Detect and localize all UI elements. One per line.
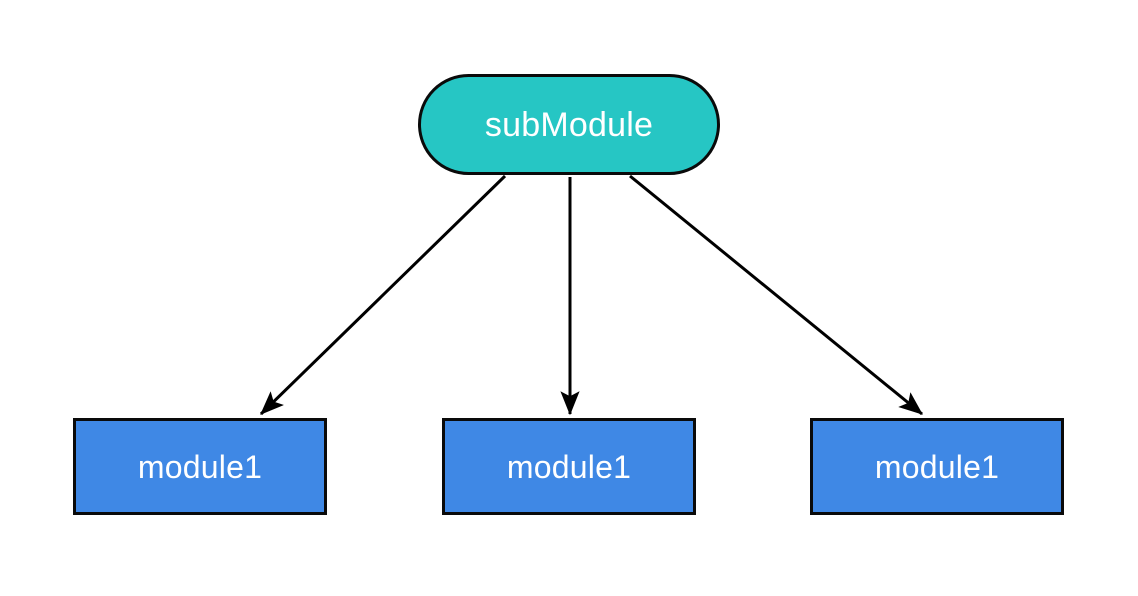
node-module1-left-label: module1 [137,448,263,485]
node-submodule-label: subModule [484,105,654,144]
edge-submodule-to-module1-right [629,174,923,416]
node-module1-right-label: module1 [874,448,1000,485]
node-module1-right[interactable]: module1 [810,418,1064,515]
node-module1-center-label: module1 [506,448,632,485]
node-module1-center[interactable]: module1 [442,418,696,515]
edge-submodule-to-module1-left [259,174,507,416]
node-module1-left[interactable]: module1 [73,418,327,515]
node-submodule[interactable]: subModule [418,74,720,175]
